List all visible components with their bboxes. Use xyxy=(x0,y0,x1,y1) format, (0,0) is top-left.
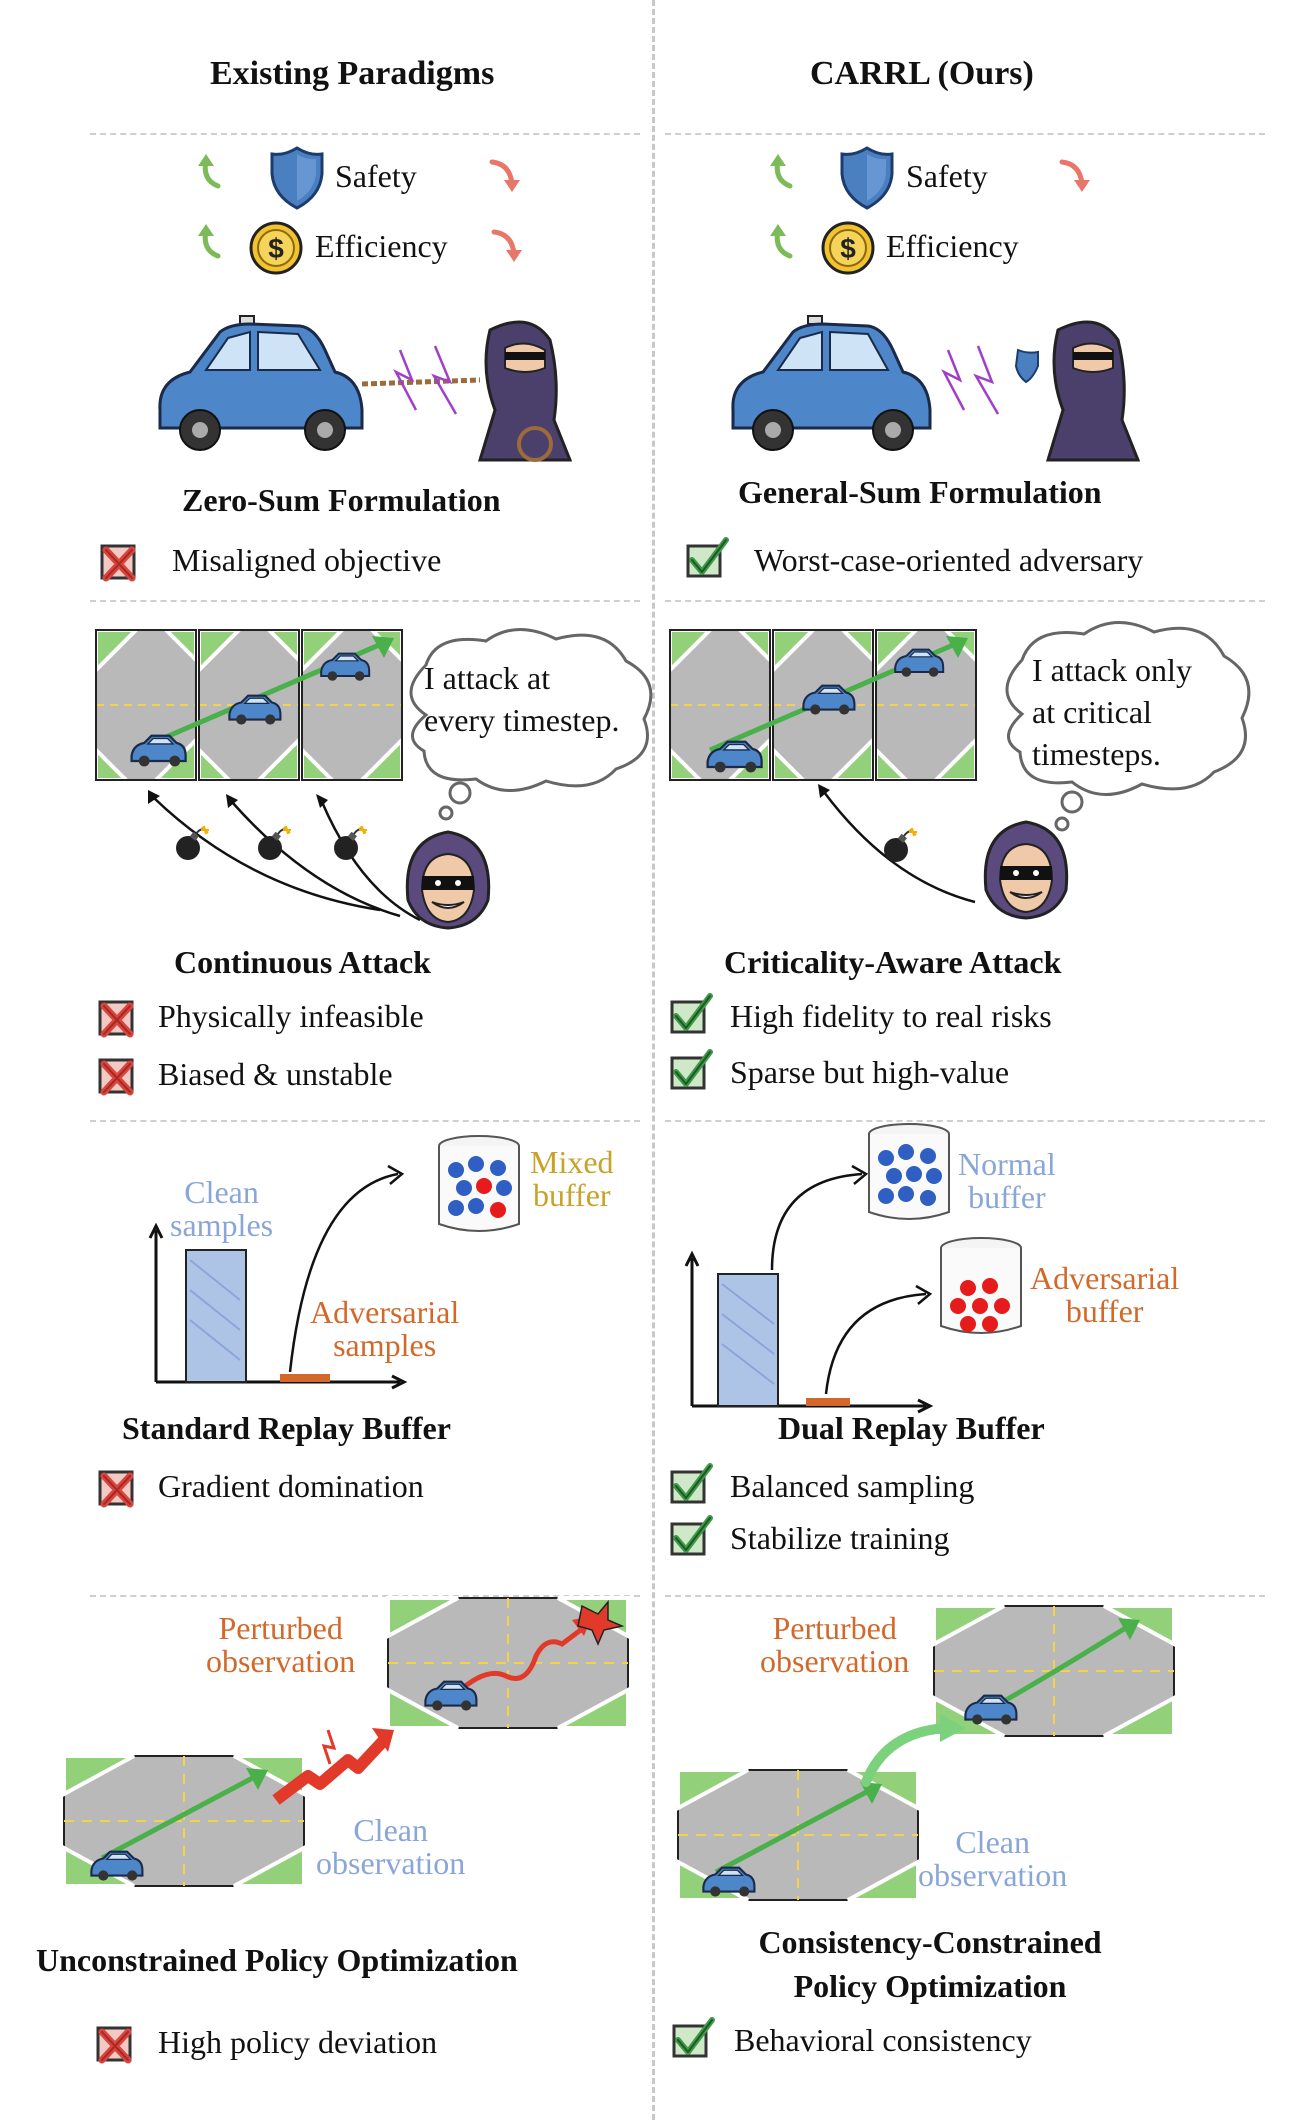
cross-icon xyxy=(100,540,140,582)
dual-buffer-title: Dual Replay Buffer xyxy=(778,1410,1045,1446)
efficiency-label: Efficiency xyxy=(315,228,448,264)
perturbed-intersection xyxy=(386,1596,630,1730)
attack-left-item: Biased & unstable xyxy=(158,1056,393,1092)
car-icon xyxy=(158,315,364,451)
zero-sum-illustration xyxy=(158,315,573,462)
shield-icon xyxy=(270,146,324,210)
down-arrow-icon xyxy=(492,228,532,268)
bomb-icon xyxy=(883,827,918,863)
shield-icon xyxy=(840,146,894,210)
policy-right-item: Behavioral consistency xyxy=(734,2022,1032,2058)
buffer-icon xyxy=(438,1135,520,1232)
thought-bubble xyxy=(1005,621,1251,832)
bombs-attack xyxy=(148,790,421,922)
safety-label: Safety xyxy=(906,158,988,194)
coin-icon xyxy=(821,221,875,275)
check-icon xyxy=(686,538,730,580)
general-sum-illustration xyxy=(731,315,1141,462)
cross-icon xyxy=(96,2022,136,2064)
dual-buffer-chart xyxy=(684,1164,934,1414)
check-icon xyxy=(670,1050,714,1092)
cross-icon xyxy=(98,996,138,1038)
left-column-title: Existing Paradigms xyxy=(210,55,495,92)
row-divider xyxy=(90,133,640,135)
hacker-icon xyxy=(983,820,1069,920)
clean-intersection xyxy=(676,1768,920,1902)
bomb-icon xyxy=(333,825,368,861)
buffer-right-item: Stabilize training xyxy=(730,1520,950,1556)
cross-icon xyxy=(98,1466,138,1508)
row-divider xyxy=(90,1595,640,1597)
bubble-line: timesteps. xyxy=(1032,736,1161,772)
continuous-road-strip xyxy=(94,628,404,782)
right-column-title: CARRL (Ours) xyxy=(810,55,1034,92)
efficiency-label: Efficiency xyxy=(886,228,1019,264)
thought-bubble xyxy=(409,628,653,821)
check-icon xyxy=(670,1464,714,1506)
up-arrow-icon xyxy=(196,152,236,192)
buffer-right-item: Balanced sampling xyxy=(730,1468,975,1504)
hacker-icon xyxy=(405,830,491,930)
bubble-line: I attack at xyxy=(424,660,551,696)
row-divider xyxy=(665,600,1265,602)
standard-buffer-chart xyxy=(148,1164,408,1390)
clean-intersection xyxy=(62,1754,306,1888)
hacker-icon xyxy=(477,320,573,462)
consistency-policy-title: Consistency-Constrained Policy Optimizat… xyxy=(758,1924,1102,2004)
coin-icon xyxy=(249,221,303,275)
policy-left-item: High policy deviation xyxy=(158,2024,438,2060)
zigzag-arrow xyxy=(272,1728,394,1805)
general-sum-title: General-Sum Formulation xyxy=(738,474,1102,510)
attack-right-item: High fidelity to real risks xyxy=(730,998,1052,1034)
critical-road-strip xyxy=(668,628,978,782)
buffer-left-item: Gradient domination xyxy=(158,1468,424,1504)
bubble-line: every timestep. xyxy=(424,702,620,738)
unconstrained-policy-title: Unconstrained Policy Optimization xyxy=(36,1942,518,1978)
center-divider xyxy=(652,0,655,2120)
formulation-right-item: Worst-case-oriented adversary xyxy=(754,542,1144,578)
buffer-icon xyxy=(940,1237,1022,1334)
standard-buffer-title: Standard Replay Buffer xyxy=(122,1410,451,1446)
safety-label: Safety xyxy=(335,158,417,194)
attack-left-item: Physically infeasible xyxy=(158,998,424,1034)
check-icon xyxy=(670,994,714,1036)
bubble-line: at critical xyxy=(1032,694,1152,730)
down-arrow-icon xyxy=(1060,158,1100,198)
check-icon xyxy=(672,2018,716,2060)
hacker-icon xyxy=(1045,320,1141,462)
row-divider xyxy=(665,133,1265,135)
row-divider xyxy=(665,1120,1265,1122)
buffer-icon xyxy=(868,1123,950,1220)
up-arrow-icon xyxy=(768,222,808,262)
car-icon xyxy=(731,315,932,451)
bomb-attack xyxy=(818,784,976,904)
consistency-arrow xyxy=(861,1714,966,1787)
zero-sum-title: Zero-Sum Formulation xyxy=(182,482,501,518)
bubble-line: I attack only xyxy=(1032,652,1192,688)
criticality-attack-title: Criticality-Aware Attack xyxy=(724,944,1062,980)
row-divider xyxy=(90,1120,640,1122)
continuous-attack-title: Continuous Attack xyxy=(174,944,431,980)
up-arrow-icon xyxy=(768,152,808,192)
row-divider xyxy=(90,600,640,602)
up-arrow-icon xyxy=(196,222,236,262)
formulation-left-item: Misaligned objective xyxy=(172,542,442,578)
row-divider xyxy=(665,1595,1265,1597)
perturbed-intersection xyxy=(932,1604,1176,1738)
cross-icon xyxy=(98,1054,138,1096)
down-arrow-icon xyxy=(490,158,530,198)
attack-right-item: Sparse but high-value xyxy=(730,1054,1010,1090)
check-icon xyxy=(670,1516,714,1558)
